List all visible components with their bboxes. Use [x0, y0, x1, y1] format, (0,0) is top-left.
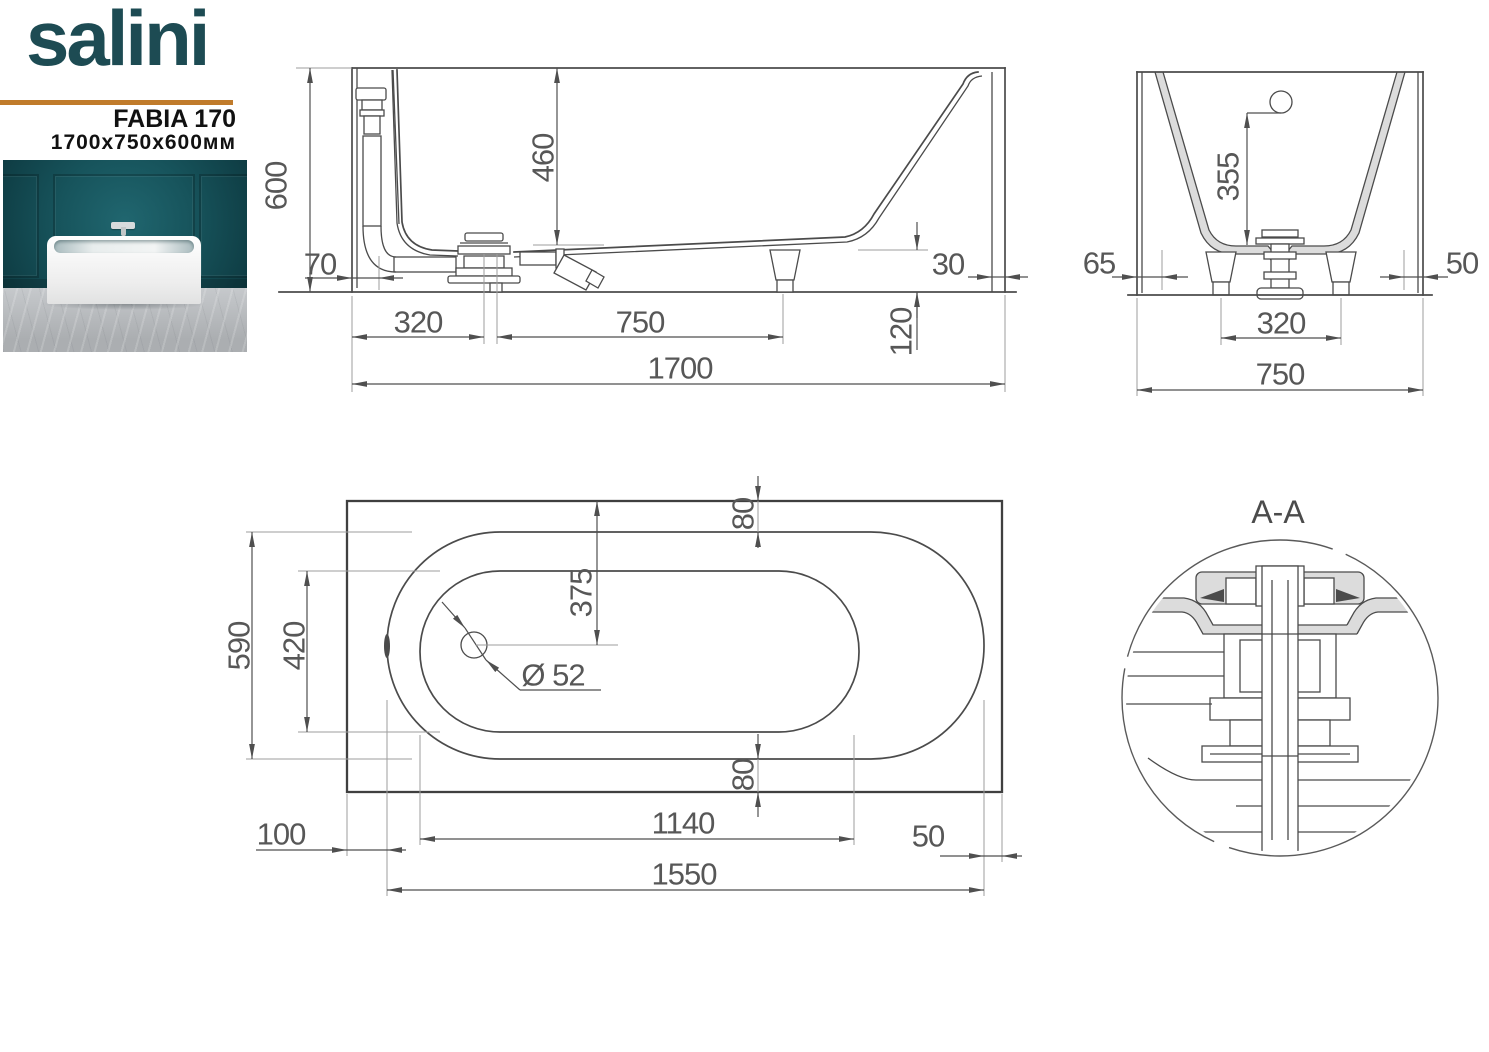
dim-end-width: 750: [1256, 357, 1305, 392]
dim-plan-right-offset: 50: [912, 819, 945, 854]
overflow-hole: [1269, 90, 1293, 114]
dim-plan-drain-from-edge: 375: [564, 569, 599, 618]
overflow-hose: [362, 135, 457, 273]
end-view: 355 65 50 320 750: [1083, 71, 1480, 396]
dim-end-feet-spacing: 320: [1257, 306, 1306, 341]
side-view: 600 460 70 30 120 320 750 1700: [259, 67, 1028, 392]
model-dimensions: 1700x750x600мм: [50, 131, 236, 154]
brand-divider: [0, 100, 233, 105]
dim-plan-rim-bottom: 80: [726, 758, 761, 791]
dim-plan-opening-length: 1550: [652, 857, 718, 892]
dim-side-height: 600: [259, 161, 294, 210]
dim-side-bottom-clearance: 120: [884, 307, 919, 356]
faucet-spout-icon: [121, 227, 126, 236]
dim-side-drain-to-foot: 750: [616, 305, 665, 340]
tub-foot: [769, 249, 801, 293]
detail-circle: [1121, 539, 1439, 857]
product-photo: [3, 160, 247, 352]
dim-plan-drain-diameter: Ø 52: [521, 658, 584, 693]
dim-side-length: 1700: [648, 351, 714, 386]
tub-feet: [1205, 251, 1357, 296]
photo-wall-panel: [199, 174, 247, 278]
photo-wall-panel: [3, 174, 39, 278]
faucet-icon: [111, 222, 135, 229]
dim-plan-opening-width: 590: [222, 621, 257, 670]
dim-end-overflow-height: 355: [1211, 153, 1246, 202]
photo-bathtub: [47, 236, 201, 304]
overflow-mark: [384, 634, 390, 658]
dim-plan-bottom-length: 1140: [652, 806, 715, 841]
dim-end-right-offset: 50: [1446, 246, 1479, 281]
model-name: FABIA 170: [113, 105, 236, 133]
end-drain-assembly: [1255, 229, 1305, 300]
dim-side-rim-thickness: 30: [932, 247, 965, 282]
dim-plan-rim-top: 80: [726, 497, 761, 530]
dim-plan-bottom-width: 420: [277, 621, 312, 670]
drain-assembly: [447, 232, 605, 293]
plan-view: Ø 52 590 420 375 80: [222, 476, 1022, 896]
dim-plan-left-offset: 100: [257, 817, 306, 852]
dim-side-drain-from-end: 320: [394, 305, 443, 340]
dim-end-left-offset: 65: [1083, 246, 1115, 281]
dim-side-inner-depth: 460: [526, 133, 561, 182]
brand-logo: salini: [26, 0, 210, 82]
section-title: A-A: [1251, 494, 1305, 530]
photo-bathtub-opening: [54, 240, 194, 253]
section-aa: A-A: [1121, 494, 1439, 857]
dim-side-overflow-offset: 70: [304, 247, 337, 282]
